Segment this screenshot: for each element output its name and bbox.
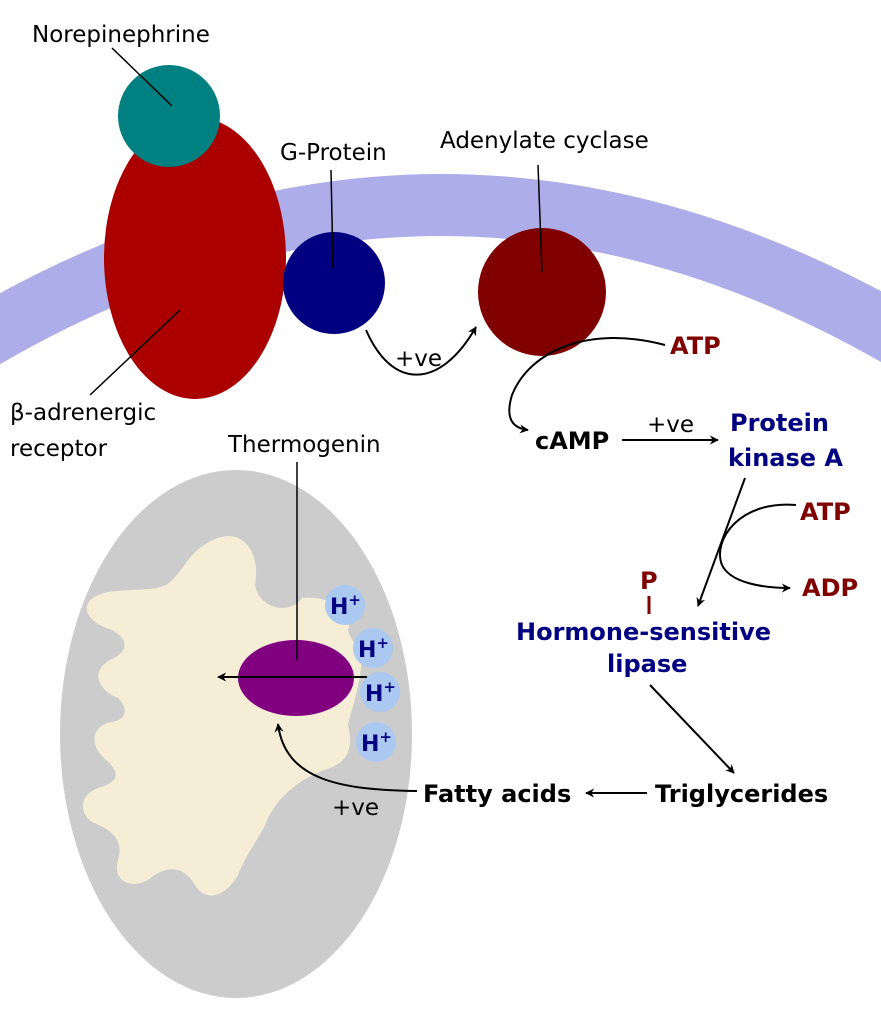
norepinephrine-shape [118,65,220,167]
atp-label-top: ATP [670,332,721,360]
g-protein-shape [283,232,385,334]
atp-label-right: ATP [800,498,851,526]
thermogenin-label: Thermogenin [227,432,381,458]
camp-label: cAMP [535,427,609,455]
triglycerides-label: Triglycerides [655,780,828,808]
proton-label-3: H+ [365,678,396,707]
receptor-label-line2: receptor [10,436,108,462]
pka-label-line1: Protein [730,409,829,437]
g-protein-activation-arrow [365,326,477,376]
receptor-label-line1: β-adrenergic [10,400,156,426]
adenylate-cyclase-label: Adenylate cyclase [440,128,649,154]
mitochondrion-inner-membrane [82,536,362,896]
g-protein-label: G-Protein [280,140,387,166]
beta-adrenergic-receptor-shape [104,117,286,399]
hsl-label-line2: lipase [607,650,687,678]
activation-label-fatty-acids: +ve [332,795,379,821]
proton-circle-2 [353,628,393,668]
proton-circle-1 [325,585,365,625]
proton-label-1: H+ [330,591,361,620]
atp-to-camp-arrow [508,337,666,434]
adenylate-cyclase-leader [537,164,543,273]
adenylate-cyclase-shape [478,228,606,356]
norepinephrine-leader [111,47,173,107]
phosphate-label: P [640,567,658,595]
pka-label-line2: kinase A [728,444,843,472]
norepinephrine-label: Norepinephrine [32,22,210,48]
receptor-leader [89,309,181,396]
activation-label-g-protein: +ve [395,346,442,372]
proton-circle-3 [360,672,400,712]
proton-label-4: H+ [361,728,392,757]
hsl-to-triglycerides-arrow [649,684,735,774]
activation-label-camp: +ve [647,412,694,438]
proton-circle-4 [356,722,396,762]
atp-to-adp-arrow [719,503,797,593]
proton-label-2: H+ [358,634,389,663]
adp-label: ADP [802,574,858,602]
g-protein-leader [330,169,334,269]
fatty-acids-label: Fatty acids [423,780,571,808]
hsl-label-line1: Hormone-sensitive [516,618,771,646]
fatty-acids-activation-arrow [274,723,418,792]
